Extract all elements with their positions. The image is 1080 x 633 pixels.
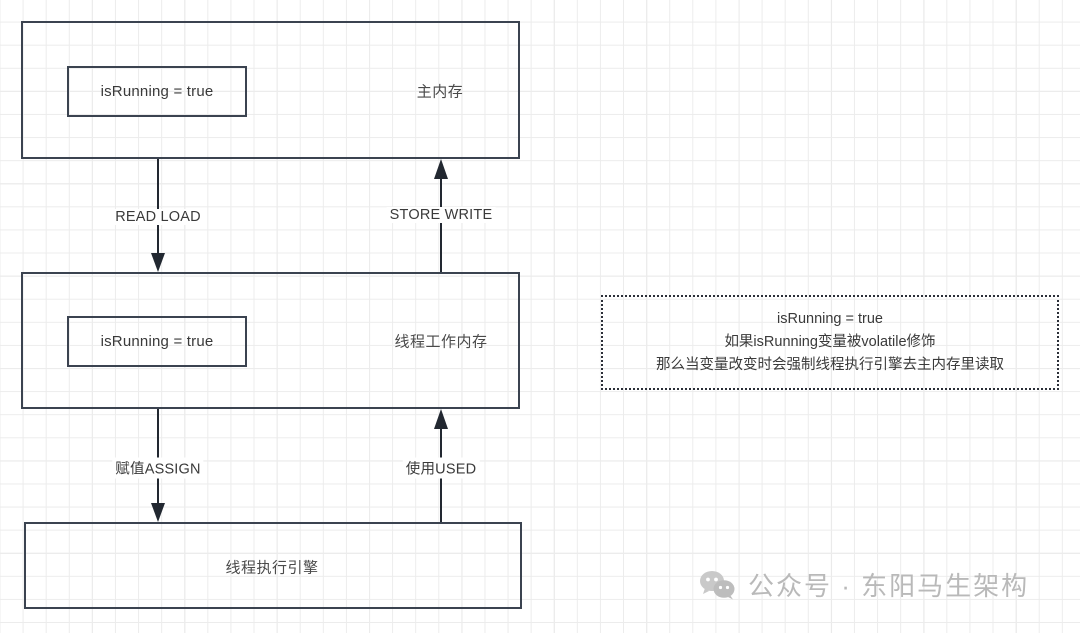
main-memory-box — [21, 21, 520, 159]
note-line-1: isRunning = true — [777, 311, 883, 327]
thread-execution-engine-box — [24, 522, 522, 609]
thread-working-memory-variable-box: isRunning = true — [67, 316, 247, 367]
main-memory-title: 主内存 — [416, 83, 464, 101]
main-memory-variable-box: isRunning = true — [67, 66, 247, 117]
thread-working-memory-variable-label: isRunning = true — [100, 333, 214, 350]
watermark-text: 公众号 · 东阳马生架构 — [748, 571, 1030, 601]
assign-label: 赋值ASSIGN — [112, 457, 204, 479]
note-line-3: 那么当变量改变时会强制线程执行引擎去主内存里读取 — [656, 357, 1004, 373]
read-load-label: READ LOAD — [112, 209, 204, 225]
thread-execution-engine-title: 线程执行引擎 — [225, 559, 319, 577]
thread-working-memory-title: 线程工作内存 — [394, 333, 488, 351]
watermark: 公众号 · 东阳马生架构 — [699, 566, 1029, 603]
wechat-icon — [700, 570, 735, 599]
store-write-label: STORE WRITE — [386, 207, 496, 223]
thread-working-memory-box — [21, 272, 520, 409]
used-label: 使用USED — [402, 457, 480, 479]
volatile-note-box: isRunning = true 如果isRunning变量被volatile修… — [601, 295, 1059, 390]
note-line-2: 如果isRunning变量被volatile修饰 — [724, 334, 936, 350]
store-write-arrow — [434, 159, 448, 273]
main-memory-variable-label: isRunning = true — [100, 83, 214, 100]
